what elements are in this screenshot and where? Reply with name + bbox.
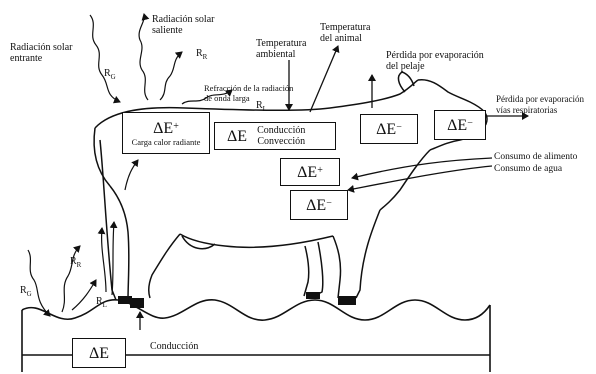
cow-outline xyxy=(93,71,488,301)
ground-heat-box: ΔE xyxy=(72,338,126,368)
water-intake-label: Consumo de agua xyxy=(494,164,563,174)
coat-loss-box: ΔE− xyxy=(360,114,418,144)
rl-bottom-label: RL xyxy=(96,296,107,309)
animal-temperature-label: Temperatura del animal xyxy=(320,22,371,44)
conduction-convection-box: ΔE Conducción Convección xyxy=(214,122,336,150)
rr-top-label: RR xyxy=(196,48,208,61)
rl-top-label: RL xyxy=(256,100,267,113)
food-gain-box: ΔE+ xyxy=(280,158,340,186)
radiant-heat-load-box: ΔE+ Carga calor radiante xyxy=(122,112,210,154)
refraction-label: Refracción de la radiación de onda larga xyxy=(204,83,294,103)
respiratory-evaporation-label: Pérdida por evaporación vías respiratori… xyxy=(496,94,584,115)
heat-flow-arrows xyxy=(136,45,529,330)
cow-hooves xyxy=(118,292,356,308)
incoming-radiation-label: Radiación solar entrante xyxy=(10,42,73,64)
water-loss-box: ΔE− xyxy=(290,190,348,220)
coat-evaporation-label: Pérdida por evaporación del pelaje xyxy=(386,50,484,72)
food-intake-label: Consumo de alimento xyxy=(494,152,578,162)
rg-bottom-label: RG xyxy=(20,285,32,298)
respiratory-loss-box: ΔE− xyxy=(434,110,486,140)
outgoing-radiation-label: Radiación solar saliente xyxy=(152,14,215,36)
ground-conduction-label: Conducción xyxy=(150,341,199,352)
rr-bottom-label: RR xyxy=(70,256,82,269)
radiation-arrows xyxy=(27,13,233,317)
rg-top-label: RG xyxy=(104,68,116,81)
ambient-temperature-label: Temperatura ambiental xyxy=(256,38,307,60)
